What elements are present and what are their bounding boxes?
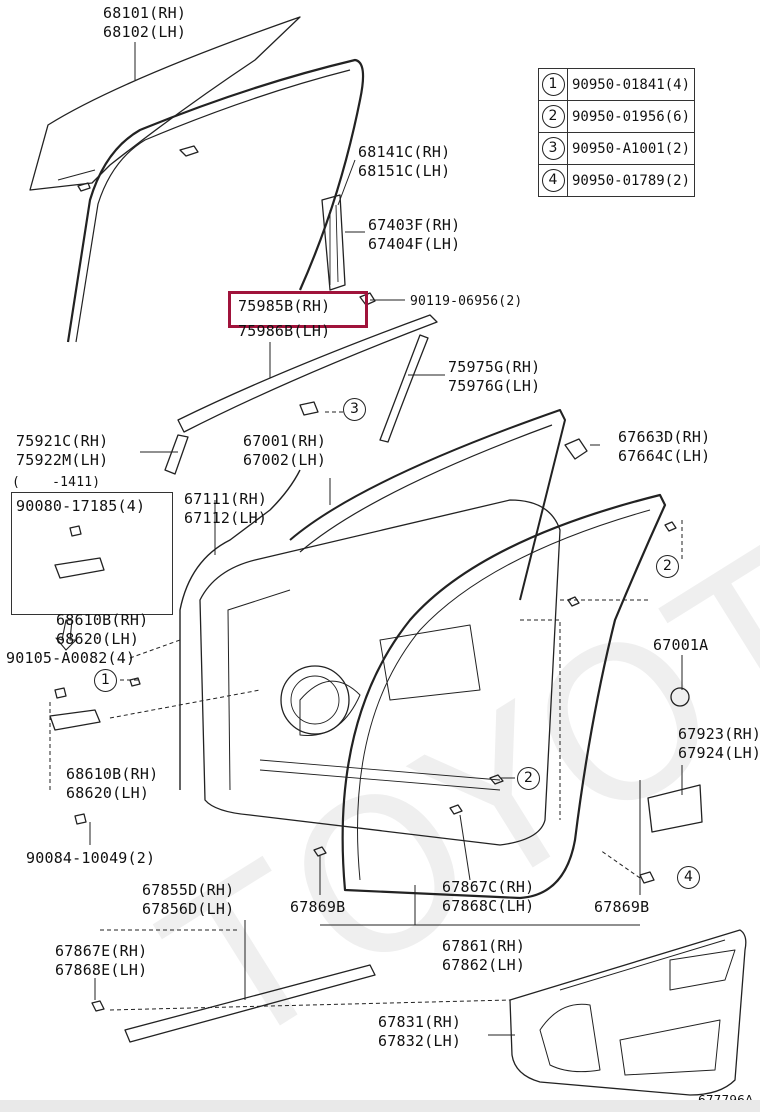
callout-1: 1 [94, 669, 117, 692]
pillar-garnish [164, 434, 189, 475]
inset-hinge-box [11, 492, 173, 615]
label-67869b-right[interactable]: 67869B [594, 898, 650, 916]
label-67923[interactable]: 67923(RH)67924(LH) [678, 725, 760, 762]
inner-panel [199, 499, 561, 846]
callout-2-top: 2 [656, 555, 679, 578]
window-frame [321, 194, 346, 291]
outer-panel [179, 469, 301, 790]
callout-4: 4 [677, 866, 700, 889]
label-67663d[interactable]: 67663D(RH)67664C(LH) [618, 428, 711, 465]
label-75985b-highlight[interactable]: 75985B(RH) [238, 297, 331, 315]
door-trim [509, 929, 747, 1096]
label-68141c[interactable]: 68141C(RH)68151C(LH) [358, 143, 451, 180]
glass-run [66, 58, 365, 343]
label-67001[interactable]: 67001(RH)67002(LH) [243, 432, 327, 469]
label-90105[interactable]: 90105-A0082(4) [6, 649, 136, 667]
label-75986b[interactable]: 75986B(LH) [238, 322, 331, 340]
highlight-box [228, 291, 368, 328]
label-90084[interactable]: 90084-10049(2) [26, 849, 156, 867]
label-67867c[interactable]: 67867C(RH)67868C(LH) [442, 878, 535, 915]
label-67111[interactable]: 67111(RH)67112(LH) [184, 490, 268, 527]
door-weatherstrip [341, 493, 667, 900]
label-67867e[interactable]: 67867E(RH)67868E(LH) [55, 942, 148, 979]
callout-2-mid: 2 [517, 767, 540, 790]
label-68610b[interactable]: 68610B(RH)68620(LH) [66, 765, 159, 802]
label-75975g[interactable]: 75975G(RH)75976G(LH) [448, 358, 541, 395]
label-68101[interactable]: 68101(RH)68102(LH) [103, 4, 187, 41]
door-pad [647, 784, 703, 833]
label-67403f[interactable]: 67403F(RH)67404F(LH) [368, 216, 461, 253]
label-67861[interactable]: 67861(RH)67862(LH) [442, 937, 526, 974]
belt-molding [177, 314, 438, 433]
lower-hinge [49, 709, 101, 731]
inset-range: ( -1411) [12, 475, 101, 490]
door-frame [289, 409, 566, 601]
pillar-molding [379, 334, 429, 443]
bottom-strip [0, 1100, 760, 1112]
label-67001a[interactable]: 67001A [653, 636, 709, 654]
label-75921c[interactable]: 75921C(RH)75922M(LH) [16, 432, 109, 469]
belt-weatherstrip [124, 964, 376, 1043]
callout-3: 3 [343, 398, 366, 421]
label-inset-hinge: 68610B(RH)68620(LH) [56, 611, 149, 648]
label-90119[interactable]: 90119-06956(2) [410, 294, 523, 309]
label-67855d[interactable]: 67855D(RH)67856D(LH) [142, 881, 235, 918]
label-67831[interactable]: 67831(RH)67832(LH) [378, 1013, 462, 1050]
label-90080: 90080-17185(4) [16, 497, 146, 515]
door-glass [29, 16, 301, 191]
label-67869b-left[interactable]: 67869B [290, 898, 346, 916]
